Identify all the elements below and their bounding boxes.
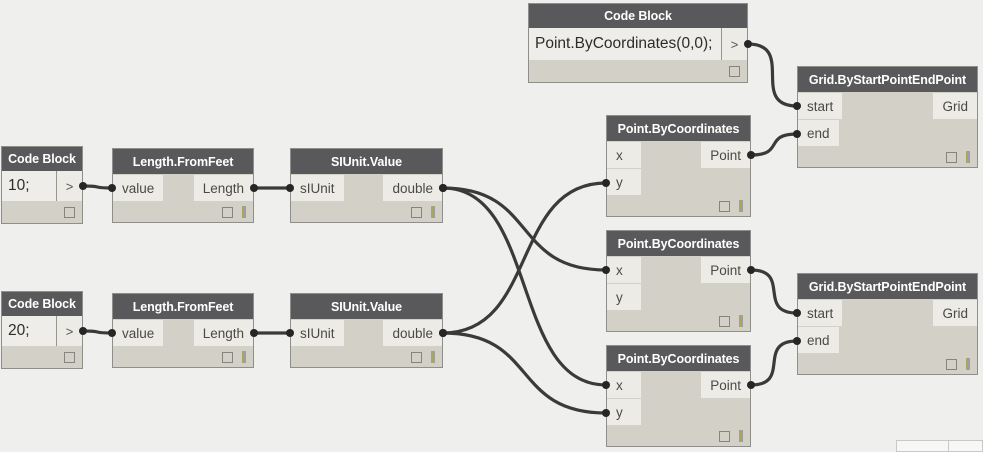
- lacing-indicator-icon: [431, 206, 435, 218]
- output-port-point[interactable]: Point: [701, 142, 750, 168]
- node-siunit-value-2[interactable]: SIUnit.Value sIUnit double: [290, 293, 443, 368]
- code-block-text[interactable]: Point.ByCoordinates(0,0);: [529, 28, 721, 60]
- lacing-indicator-icon: [966, 358, 970, 370]
- wire-siunitvalue-1-double-to-pointbycoords-bottom-x[interactable]: [441, 186, 608, 387]
- lacing-indicator-icon: [242, 206, 246, 218]
- input-port-end[interactable]: end: [798, 327, 839, 353]
- node-length-fromfeet-1[interactable]: Length.FromFeet value Length: [112, 148, 254, 223]
- wire-codeblock-10-out-to-lengthfromfeet-1-value[interactable]: [81, 184, 114, 190]
- output-port-length[interactable]: Length: [193, 320, 253, 346]
- wire-codeblock-20-out-to-lengthfromfeet-2-value[interactable]: [81, 329, 114, 335]
- input-port-value[interactable]: value: [113, 175, 164, 201]
- wire-siunitvalue-2-double-to-pointbycoords-bottom-y[interactable]: [441, 331, 608, 415]
- wire-pointbycoords-mid-point-to-grid-2-start[interactable]: [749, 268, 799, 315]
- node-length-fromfeet-2[interactable]: Length.FromFeet value Length: [112, 293, 254, 368]
- preview-checkbox-icon[interactable]: [946, 151, 957, 163]
- node-title[interactable]: Grid.ByStartPointEndPoint: [798, 274, 977, 299]
- wire-siunitvalue-2-double-to-pointbycoords-top-y[interactable]: [441, 181, 608, 335]
- input-port-y[interactable]: y: [607, 284, 641, 310]
- input-port-y[interactable]: y: [607, 169, 641, 195]
- preview-checkbox-icon[interactable]: [719, 200, 730, 212]
- node-title[interactable]: Length.FromFeet: [113, 149, 253, 174]
- input-port-y[interactable]: y: [607, 399, 641, 425]
- output-port-point[interactable]: Point: [701, 257, 750, 283]
- input-port-siunit[interactable]: sIUnit: [291, 175, 344, 201]
- lacing-indicator-icon: [242, 351, 246, 363]
- input-port-start[interactable]: start: [798, 93, 843, 119]
- node-code-block-10[interactable]: Code Block 10; >: [1, 146, 83, 224]
- preview-checkbox-icon[interactable]: [222, 351, 233, 363]
- wire-siunitvalue-1-double-to-pointbycoords-mid-x[interactable]: [441, 186, 608, 272]
- node-code-block-point[interactable]: Code Block Point.ByCoordinates(0,0); >: [528, 3, 748, 83]
- node-grid-bystartpointendpoint-2[interactable]: Grid.ByStartPointEndPoint start Grid end: [797, 273, 978, 375]
- lacing-indicator-icon: [431, 351, 435, 363]
- output-port-grid[interactable]: Grid: [933, 300, 977, 326]
- preview-checkbox-icon[interactable]: [946, 358, 957, 370]
- preview-checkbox-icon[interactable]: [64, 206, 75, 218]
- input-port-x[interactable]: x: [607, 372, 641, 398]
- node-title[interactable]: Code Block: [529, 4, 747, 28]
- lacing-indicator-icon: [739, 315, 743, 327]
- node-title[interactable]: Point.ByCoordinates: [607, 231, 750, 256]
- preview-checkbox-icon[interactable]: [719, 315, 730, 327]
- scrollbar-fragment[interactable]: [896, 440, 949, 452]
- input-port-value[interactable]: value: [113, 320, 164, 346]
- lacing-indicator-icon: [739, 200, 743, 212]
- node-point-bycoordinates-bottom[interactable]: Point.ByCoordinates x Point y: [606, 345, 751, 447]
- node-title[interactable]: Grid.ByStartPointEndPoint: [798, 67, 977, 92]
- node-title[interactable]: Code Block: [2, 147, 82, 171]
- wire-pointbycoords-bottom-point-to-grid-2-end[interactable]: [749, 339, 799, 387]
- input-port-x[interactable]: x: [607, 142, 641, 168]
- node-title[interactable]: Code Block: [2, 292, 82, 316]
- output-port-arrow[interactable]: >: [721, 28, 747, 60]
- preview-checkbox-icon[interactable]: [411, 351, 422, 363]
- preview-checkbox-icon[interactable]: [719, 430, 730, 442]
- node-grid-bystartpointendpoint-1[interactable]: Grid.ByStartPointEndPoint start Grid end: [797, 66, 978, 168]
- node-title[interactable]: SIUnit.Value: [291, 149, 442, 174]
- code-block-text[interactable]: 20;: [2, 316, 56, 346]
- preview-checkbox-icon[interactable]: [411, 206, 422, 218]
- preview-checkbox-icon[interactable]: [64, 351, 75, 363]
- wire-codeblock-point-out-to-grid-1-start[interactable]: [746, 42, 799, 108]
- input-port-siunit[interactable]: sIUnit: [291, 320, 344, 346]
- input-port-end[interactable]: end: [798, 120, 839, 146]
- preview-checkbox-icon[interactable]: [222, 206, 233, 218]
- code-block-text[interactable]: 10;: [2, 171, 56, 201]
- node-point-bycoordinates-middle[interactable]: Point.ByCoordinates x Point y: [606, 230, 751, 332]
- node-title[interactable]: Point.ByCoordinates: [607, 346, 750, 371]
- input-port-start[interactable]: start: [798, 300, 843, 326]
- output-port-double[interactable]: double: [383, 175, 442, 201]
- output-port-arrow[interactable]: >: [56, 316, 82, 346]
- preview-checkbox-icon[interactable]: [729, 65, 740, 77]
- lacing-indicator-icon: [739, 430, 743, 442]
- wire-pointbycoords-top-point-to-grid-1-end[interactable]: [749, 132, 799, 157]
- output-port-point[interactable]: Point: [701, 372, 750, 398]
- node-code-block-20[interactable]: Code Block 20; >: [1, 291, 83, 369]
- scrollbar-fragment[interactable]: [948, 440, 983, 452]
- node-title[interactable]: SIUnit.Value: [291, 294, 442, 319]
- node-title[interactable]: Length.FromFeet: [113, 294, 253, 319]
- output-port-double[interactable]: double: [383, 320, 442, 346]
- node-point-bycoordinates-top[interactable]: Point.ByCoordinates x Point y: [606, 115, 751, 217]
- node-title[interactable]: Point.ByCoordinates: [607, 116, 750, 141]
- output-port-grid[interactable]: Grid: [933, 93, 977, 119]
- lacing-indicator-icon: [966, 151, 970, 163]
- node-siunit-value-1[interactable]: SIUnit.Value sIUnit double: [290, 148, 443, 223]
- output-port-length[interactable]: Length: [193, 175, 253, 201]
- output-port-arrow[interactable]: >: [56, 171, 82, 201]
- input-port-x[interactable]: x: [607, 257, 641, 283]
